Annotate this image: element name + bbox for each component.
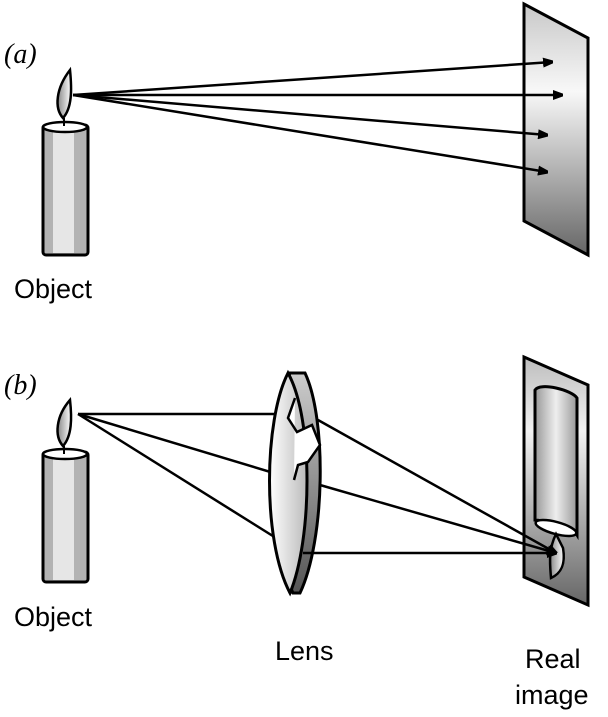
screen-b	[522, 354, 590, 608]
object-label-a: Object	[14, 274, 93, 304]
lens-label: Lens	[275, 636, 334, 666]
panel-b-label: (b)	[4, 370, 37, 401]
real-image-label-line1: Real	[525, 644, 581, 674]
real-image-label-line2: image	[515, 680, 589, 710]
panel-b: (b) Object Lens	[4, 354, 590, 710]
ray-a-3	[72, 93, 547, 135]
candle-a	[41, 66, 90, 257]
ray-a-4	[72, 93, 547, 172]
rays-b-outgoing	[303, 418, 556, 553]
screen-a	[522, 1, 590, 258]
real-image-candle	[533, 385, 579, 541]
panel-a-label: (a)	[4, 39, 37, 70]
candle-b	[41, 397, 90, 584]
flame-icon	[56, 66, 73, 120]
rays-b-incoming	[77, 412, 301, 555]
ray-a-1	[72, 62, 552, 97]
object-label-b: Object	[14, 602, 93, 632]
lens	[268, 369, 322, 597]
flame-icon	[56, 397, 73, 448]
panel-a: (a) Object	[4, 1, 590, 304]
rays-a	[72, 62, 562, 172]
